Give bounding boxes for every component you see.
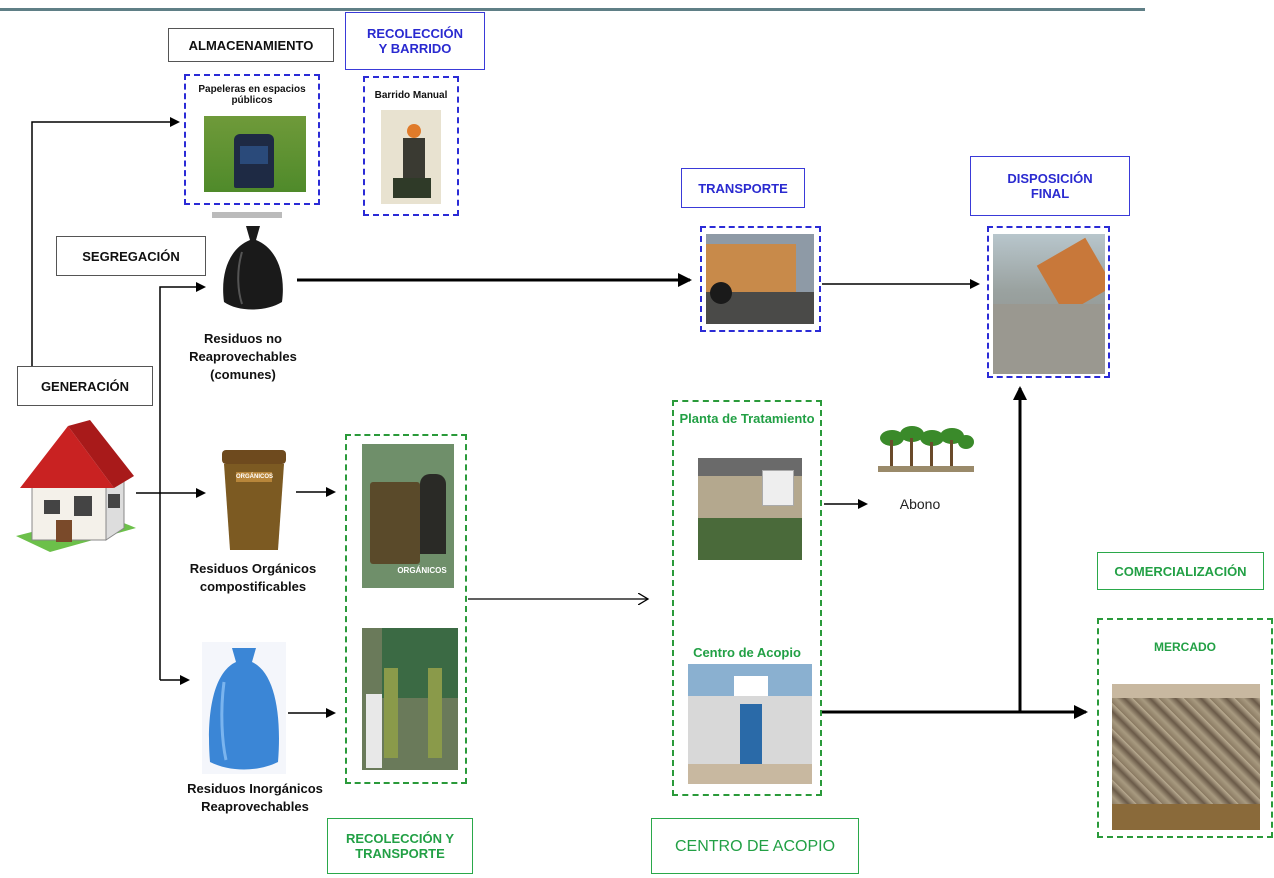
label-transporte: TRANSPORTE	[681, 168, 805, 208]
blue-bag-icon	[202, 642, 286, 774]
organic-cart-image: ORGÁNICOS	[362, 444, 454, 588]
arrow-segregacion-no-reaprovechables	[159, 282, 206, 680]
planta-image	[698, 458, 802, 560]
arrow-generacion-almacenamiento	[31, 117, 180, 370]
papelera-image	[204, 116, 306, 192]
bag-shadow	[212, 212, 282, 218]
bin-organicos-label: ORGÁNICOS	[236, 474, 274, 480]
label-comercializacion: COMERCIALIZACIÓN	[1097, 552, 1264, 590]
house-icon	[12, 418, 138, 552]
label-recoleccion-transporte: RECOLECCIÓN Y TRANSPORTE	[327, 818, 473, 874]
caption-planta-tratamiento: Planta de Tratamiento	[679, 411, 815, 426]
transporte-image	[706, 234, 814, 324]
header-divider	[0, 8, 1145, 11]
recoleccion-transporte-box	[345, 434, 467, 784]
caption-papeleras: Papeleras en espacios públicos	[198, 84, 306, 106]
centro-acopio-image	[688, 664, 812, 784]
mercado-image	[1112, 684, 1260, 830]
mercado-box	[1097, 618, 1273, 838]
label-segregacion: SEGREGACIÓN	[56, 236, 206, 276]
label-generacion: GENERACIÓN	[17, 366, 153, 406]
caption-residuos-inorganicos: Residuos Inorgánicos Reaprovechables	[187, 781, 323, 814]
barrido-image	[381, 110, 441, 204]
caption-barrido-manual: Barrido Manual	[374, 90, 448, 101]
almacenamiento-box	[184, 74, 320, 205]
label-recoleccion-barrido: RECOLECCIÓN Y BARRIDO	[345, 12, 485, 70]
collection-truck-image	[362, 628, 458, 770]
disposicion-image	[993, 234, 1105, 374]
caption-centro-acopio: Centro de Acopio	[693, 645, 801, 660]
caption-residuos-organicos: Residuos Orgánicos compostificables	[189, 561, 317, 594]
caption-residuos-no-reaprovechables: Residuos no Reaprovechables (comunes)	[189, 331, 297, 382]
barrido-box	[363, 76, 459, 216]
label-almacenamiento: ALMACENAMIENTO	[168, 28, 334, 62]
cart-organicos-label: ORGÁNICOS	[397, 566, 447, 575]
caption-mercado: MERCADO	[1154, 640, 1216, 654]
label-centro-acopio: CENTRO DE ACOPIO	[651, 818, 859, 874]
organic-bin-icon: ORGÁNICOS	[216, 444, 292, 554]
label-disposicion-final: DISPOSICIÓN FINAL	[970, 156, 1130, 216]
centro-acopio-box	[672, 400, 822, 796]
abono-trees-icon	[878, 420, 974, 478]
caption-abono: Abono	[899, 496, 941, 512]
garbage-bag-icon	[216, 222, 290, 314]
transporte-box	[700, 226, 821, 332]
disposicion-final-box	[987, 226, 1110, 378]
